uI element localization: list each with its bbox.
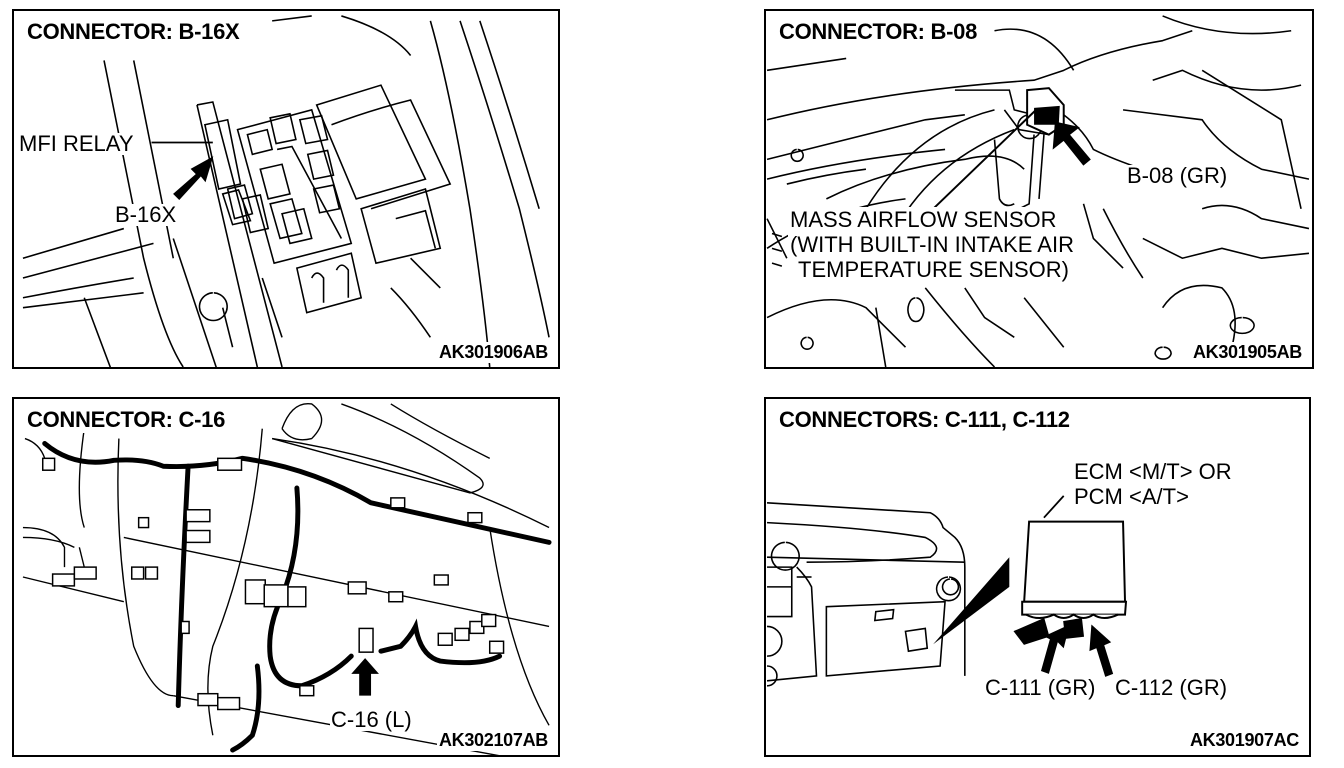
figure-code: AK301905AB bbox=[1190, 342, 1304, 363]
figure-code: AK301906AB bbox=[436, 342, 550, 363]
harness-main-wires bbox=[42, 441, 552, 753]
label-line: TEMPERATURE SENSOR) bbox=[798, 257, 1069, 282]
relay-box-illustration bbox=[22, 15, 550, 367]
c111-connector-label: C-111 (GR) bbox=[984, 675, 1097, 700]
figure-code: AK302107AB bbox=[436, 730, 550, 751]
label-line: ECM <M/T> OR bbox=[1074, 459, 1232, 484]
label-line: (WITH BUILT-IN INTAKE AIR bbox=[790, 232, 1074, 257]
diagram-panel-b08: CONNECTOR: B-08 B-08 (GR) MASS AIRFLOW S… bbox=[764, 9, 1314, 369]
mfi-relay-label: MFI RELAY bbox=[18, 131, 135, 156]
dashboard-illustration bbox=[766, 502, 966, 687]
diagram-panel-c111-c112: CONNECTORS: C-111, C-112 ECM <M/T> OR PC… bbox=[764, 397, 1311, 757]
c112-connector-label: C-112 (GR) bbox=[1114, 675, 1229, 700]
mfi-relay-leader-line bbox=[151, 141, 213, 144]
panel-title: CONNECTOR: B-08 bbox=[776, 19, 981, 45]
b08-pointer-arrow-icon bbox=[1052, 121, 1091, 166]
figure-code: AK301907AC bbox=[1187, 730, 1301, 751]
panel-title: CONNECTOR: C-16 bbox=[24, 407, 229, 433]
ecm-pcm-label: ECM <M/T> OR PCM <A/T> bbox=[1072, 459, 1234, 509]
panel-title: CONNECTORS: C-111, C-112 bbox=[776, 407, 1073, 433]
panel-title: CONNECTOR: B-16X bbox=[24, 19, 243, 45]
ecm-pcm-unit bbox=[1013, 495, 1128, 645]
b08-connector-label: B-08 (GR) bbox=[1126, 163, 1229, 188]
mass-airflow-sensor-label: MASS AIRFLOW SENSOR (WITH BUILT-IN INTAK… bbox=[788, 207, 1076, 282]
label-line: MASS AIRFLOW SENSOR bbox=[790, 207, 1057, 232]
location-pointer-wedge bbox=[933, 557, 1010, 645]
sensor-leader-line bbox=[932, 109, 1037, 210]
harness-connectors bbox=[41, 457, 505, 711]
c112-pointer-arrow-icon bbox=[1089, 624, 1114, 677]
label-line: PCM <A/T> bbox=[1074, 484, 1189, 509]
c111-pointer-arrow-icon bbox=[1040, 624, 1070, 674]
diagram-panel-b16x: CONNECTOR: B-16X MFI RELAY B-16X AK30190… bbox=[12, 9, 560, 369]
c16-connector-label: C-16 (L) bbox=[330, 707, 413, 732]
mass-airflow-sensor-illustration bbox=[766, 15, 1310, 367]
b16x-pointer-arrow-icon bbox=[173, 156, 214, 201]
b16x-connector-label: B-16X bbox=[114, 202, 178, 227]
diagram-panel-c16: CONNECTOR: C-16 C-16 (L) AK302107AB bbox=[12, 397, 560, 757]
c16-pointer-arrow-icon bbox=[351, 658, 379, 696]
